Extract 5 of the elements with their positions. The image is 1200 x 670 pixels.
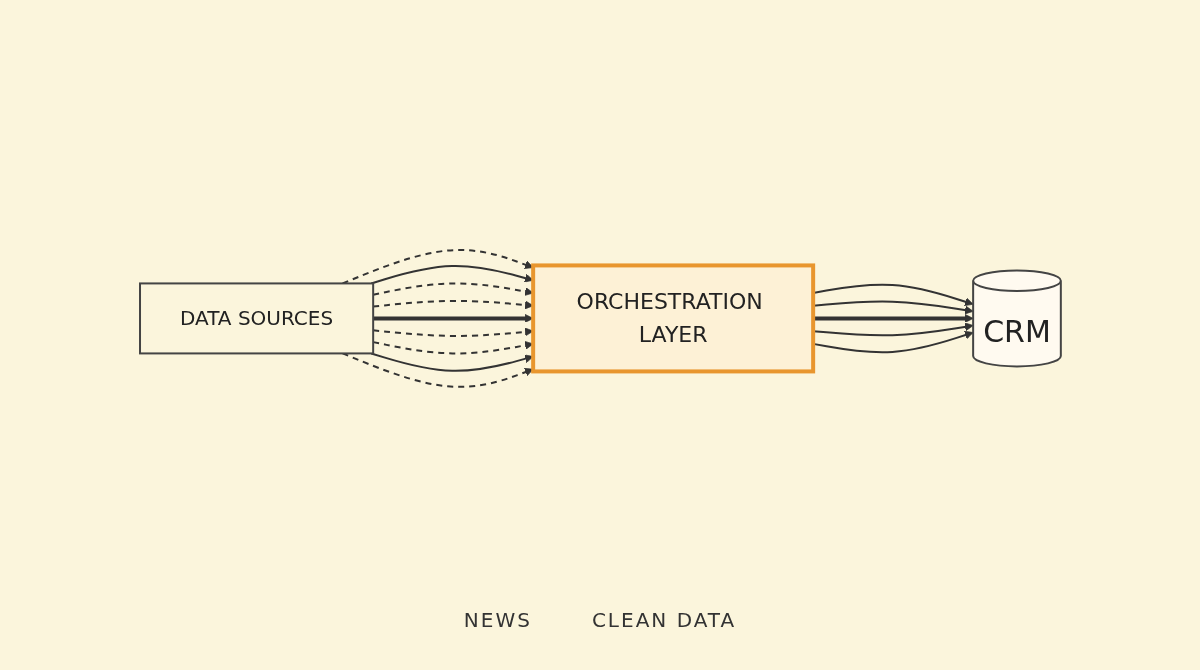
node-box: DATA SOURCES (138, 282, 374, 354)
node-box: ORCHESTRATION LAYER (530, 263, 815, 373)
note-text: NEWS (463, 608, 532, 632)
note-text: CLEAN DATA (591, 608, 737, 632)
arrow (341, 352, 534, 388)
